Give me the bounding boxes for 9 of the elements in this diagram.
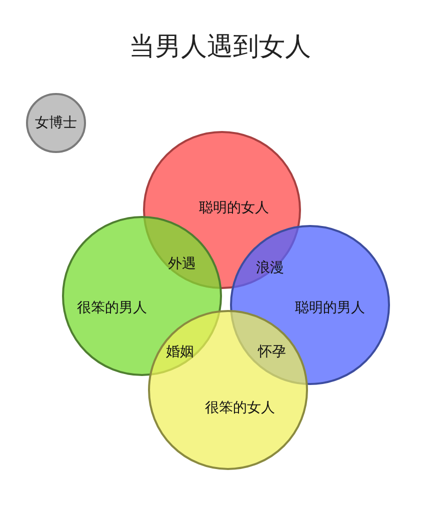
overlap-label: 婚姻 (166, 345, 194, 359)
overlap-label: 浪漫 (256, 261, 284, 275)
title: 当男人遇到女人 (128, 34, 312, 60)
circle-label: 聪明的女人 (199, 201, 269, 215)
circle-label: 很笨的女人 (205, 401, 275, 415)
overlap-label: 外遇 (168, 257, 196, 271)
circle-label: 很笨的男人 (77, 301, 147, 315)
overlap-label: 怀孕 (258, 345, 286, 359)
circle-label: 聪明的男人 (295, 301, 365, 315)
